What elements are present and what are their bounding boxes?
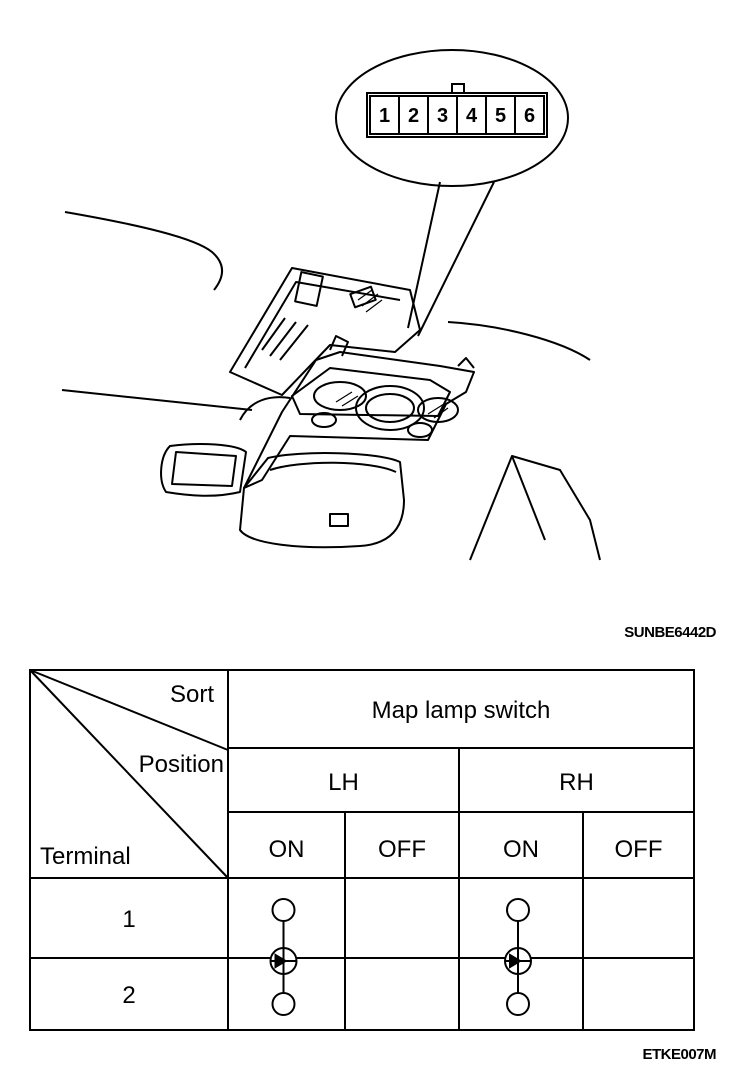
connector-pin-label: 2 (408, 105, 419, 127)
terminal-node (506, 898, 530, 922)
corner-label-terminal: Terminal (40, 843, 131, 870)
connector-pin-cell (456, 95, 487, 135)
pillar-edge (469, 455, 601, 561)
map-lamp-lens-center (355, 385, 425, 431)
headliner-line (64, 211, 223, 291)
terminal-node (271, 898, 296, 922)
lamp-symbol-icon (504, 947, 532, 975)
callout-pointer (407, 181, 495, 337)
table-figure-code: ETKE007M (642, 1046, 716, 1063)
illustration-figure-code: SUNBE6442D (624, 624, 716, 641)
group-label-lh: LH (328, 769, 359, 796)
callout-bubble (335, 49, 569, 187)
sunglass-holder (239, 452, 405, 549)
connector-pin-label: 3 (437, 105, 448, 127)
table-grid (29, 669, 695, 1031)
rearview-mirror (160, 443, 247, 497)
position-label-off: OFF (378, 836, 426, 863)
map-lamp-switch-left (311, 412, 337, 428)
roof-line (61, 389, 253, 411)
lamp-housing (229, 267, 421, 396)
map-lamp-switch-right (407, 422, 433, 438)
map-lamp-lens-left (313, 381, 367, 411)
position-label-on: ON (503, 836, 539, 863)
position-label-off: OFF (615, 836, 663, 863)
lamp-symbol-icon (269, 947, 298, 975)
group-label-rh: RH (559, 769, 594, 796)
terminal-label: 2 (122, 982, 135, 1009)
connector-pin-label: 1 (379, 105, 390, 127)
connector-pin-cell (514, 95, 545, 135)
connector-pin-cell (485, 95, 516, 135)
connector-pin-label: 5 (495, 105, 506, 127)
continuity-connection (504, 898, 532, 1016)
terminal-node (271, 992, 296, 1016)
terminal-node (506, 992, 530, 1016)
continuity-connection (269, 898, 298, 1016)
continuity-symbols (269, 898, 532, 1016)
lamp-bezel (243, 351, 475, 489)
connector-pin-label: 6 (524, 105, 535, 127)
corner-label-position: Position (139, 751, 224, 778)
terminal-label: 1 (122, 906, 135, 933)
windshield-edge (447, 321, 591, 361)
table-header-title: Map lamp switch (372, 697, 551, 724)
connector-pin-label: 4 (466, 105, 478, 127)
position-label-on: ON (269, 836, 305, 863)
corner-label-sort: Sort (170, 681, 214, 708)
map-lamp-lens-right (417, 397, 459, 423)
